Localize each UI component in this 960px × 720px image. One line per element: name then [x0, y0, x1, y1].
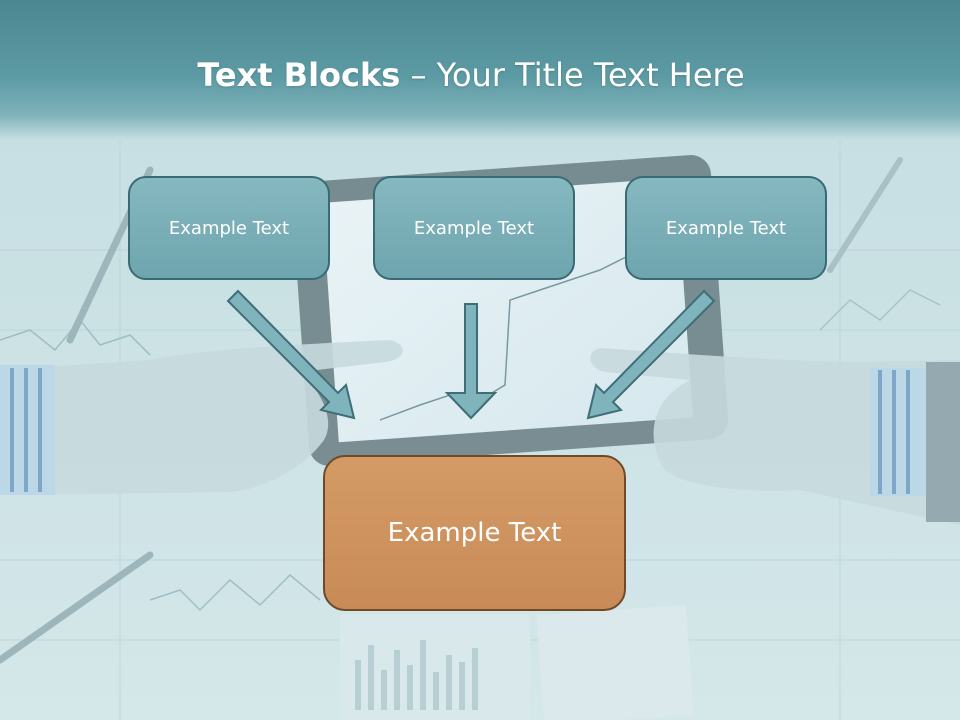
text-block-bottom: Example Text — [323, 455, 626, 611]
title-bold-part: Text Blocks — [197, 56, 401, 94]
text-block-top-right-label: Example Text — [665, 217, 787, 239]
text-block-top-right: Example Text — [625, 176, 827, 280]
arrow-right — [586, 289, 716, 420]
text-block-top-center-label: Example Text — [413, 217, 535, 239]
slide-title: Text Blocks – Your Title Text Here — [0, 52, 942, 98]
text-block-top-left: Example Text — [128, 176, 330, 280]
title-separator: – — [400, 56, 437, 94]
arrow-left — [226, 289, 356, 420]
text-block-bottom-label: Example Text — [387, 518, 562, 548]
text-block-top-left-label: Example Text — [168, 217, 290, 239]
header-band — [0, 0, 960, 140]
text-block-top-center: Example Text — [373, 176, 575, 280]
arrow-center — [444, 303, 498, 420]
title-rest: Your Title Text Here — [436, 56, 745, 94]
